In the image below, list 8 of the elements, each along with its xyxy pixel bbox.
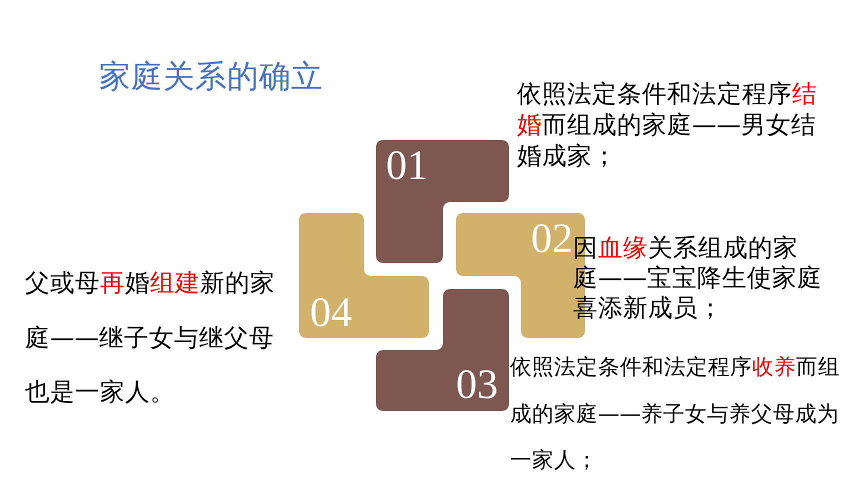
description-text: 依照法定条件和法定程序收养而组成的家庭——养子女与养父母成为一家人； — [510, 354, 841, 475]
description-text: 父或母再婚组建新的家庭——继子女与继父母也是一家人。 — [25, 267, 275, 408]
step-number: 01 — [386, 145, 428, 187]
step-number: 02 — [531, 218, 573, 260]
title: 家庭关系的确立 — [99, 59, 323, 97]
step-number: 04 — [310, 292, 352, 334]
step-number: 03 — [456, 364, 498, 406]
description-text: 依照法定条件和法定程序结婚而组成的家庭——男女结婚成家； — [517, 78, 817, 170]
